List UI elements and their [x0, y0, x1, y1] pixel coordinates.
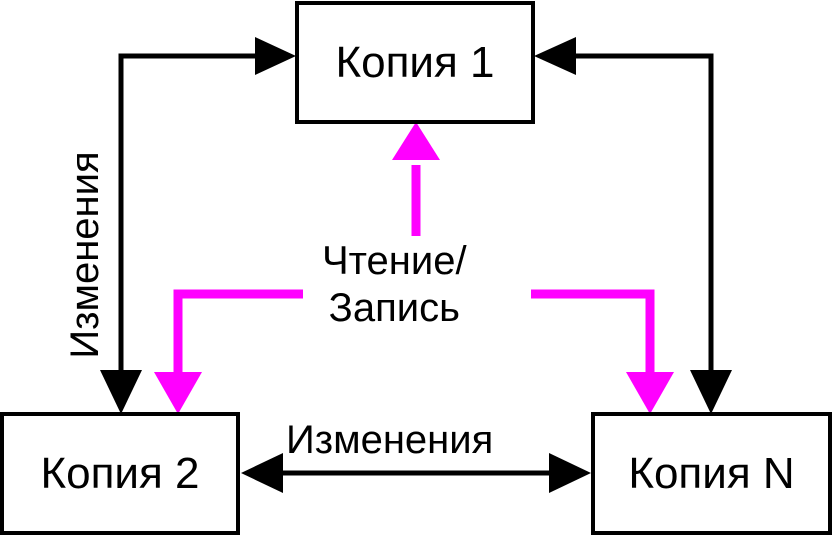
edge-label-changes-vertical: Изменения: [63, 151, 107, 359]
edge-label-read-write-line-1: Чтение/: [322, 239, 467, 283]
edge-readwrite-to-copy1: [392, 122, 440, 236]
edge-copy2-to-copy1: [118, 37, 296, 390]
node-copy-1[interactable]: Копия 1: [295, 1, 535, 124]
arrowhead-left: [534, 37, 576, 75]
node-copy-2[interactable]: Копия 2: [0, 412, 240, 535]
edge-label-read-write: Чтение/ Запись: [322, 238, 467, 332]
edge-copy1-to-copyn: [534, 37, 732, 414]
edge-label-read-write-line-2: Запись: [328, 286, 460, 331]
arrowhead-down: [154, 372, 202, 414]
node-copy-n-label: Копия N: [628, 448, 795, 498]
edge-readwrite-to-copyn: [531, 289, 674, 414]
node-copy-n[interactable]: Копия N: [591, 412, 832, 535]
arrowhead-right: [549, 453, 591, 493]
arrowhead-down: [690, 370, 732, 414]
arrowhead-left: [241, 453, 283, 493]
edge-label-changes-horizontal: Изменения: [286, 418, 494, 462]
edge-readwrite-to-copy2: [154, 289, 303, 414]
arrowhead-down: [100, 370, 142, 414]
edge-copy1-to-copy2-arrowhead: [100, 370, 142, 414]
arrowhead-right: [255, 37, 296, 75]
arrowhead-down: [626, 372, 674, 414]
node-copy-1-label: Копия 1: [335, 37, 495, 87]
arrowhead-up: [392, 122, 440, 160]
node-copy-2-label: Копия 2: [40, 448, 200, 498]
edge-copy2-to-copyn: [241, 453, 591, 493]
